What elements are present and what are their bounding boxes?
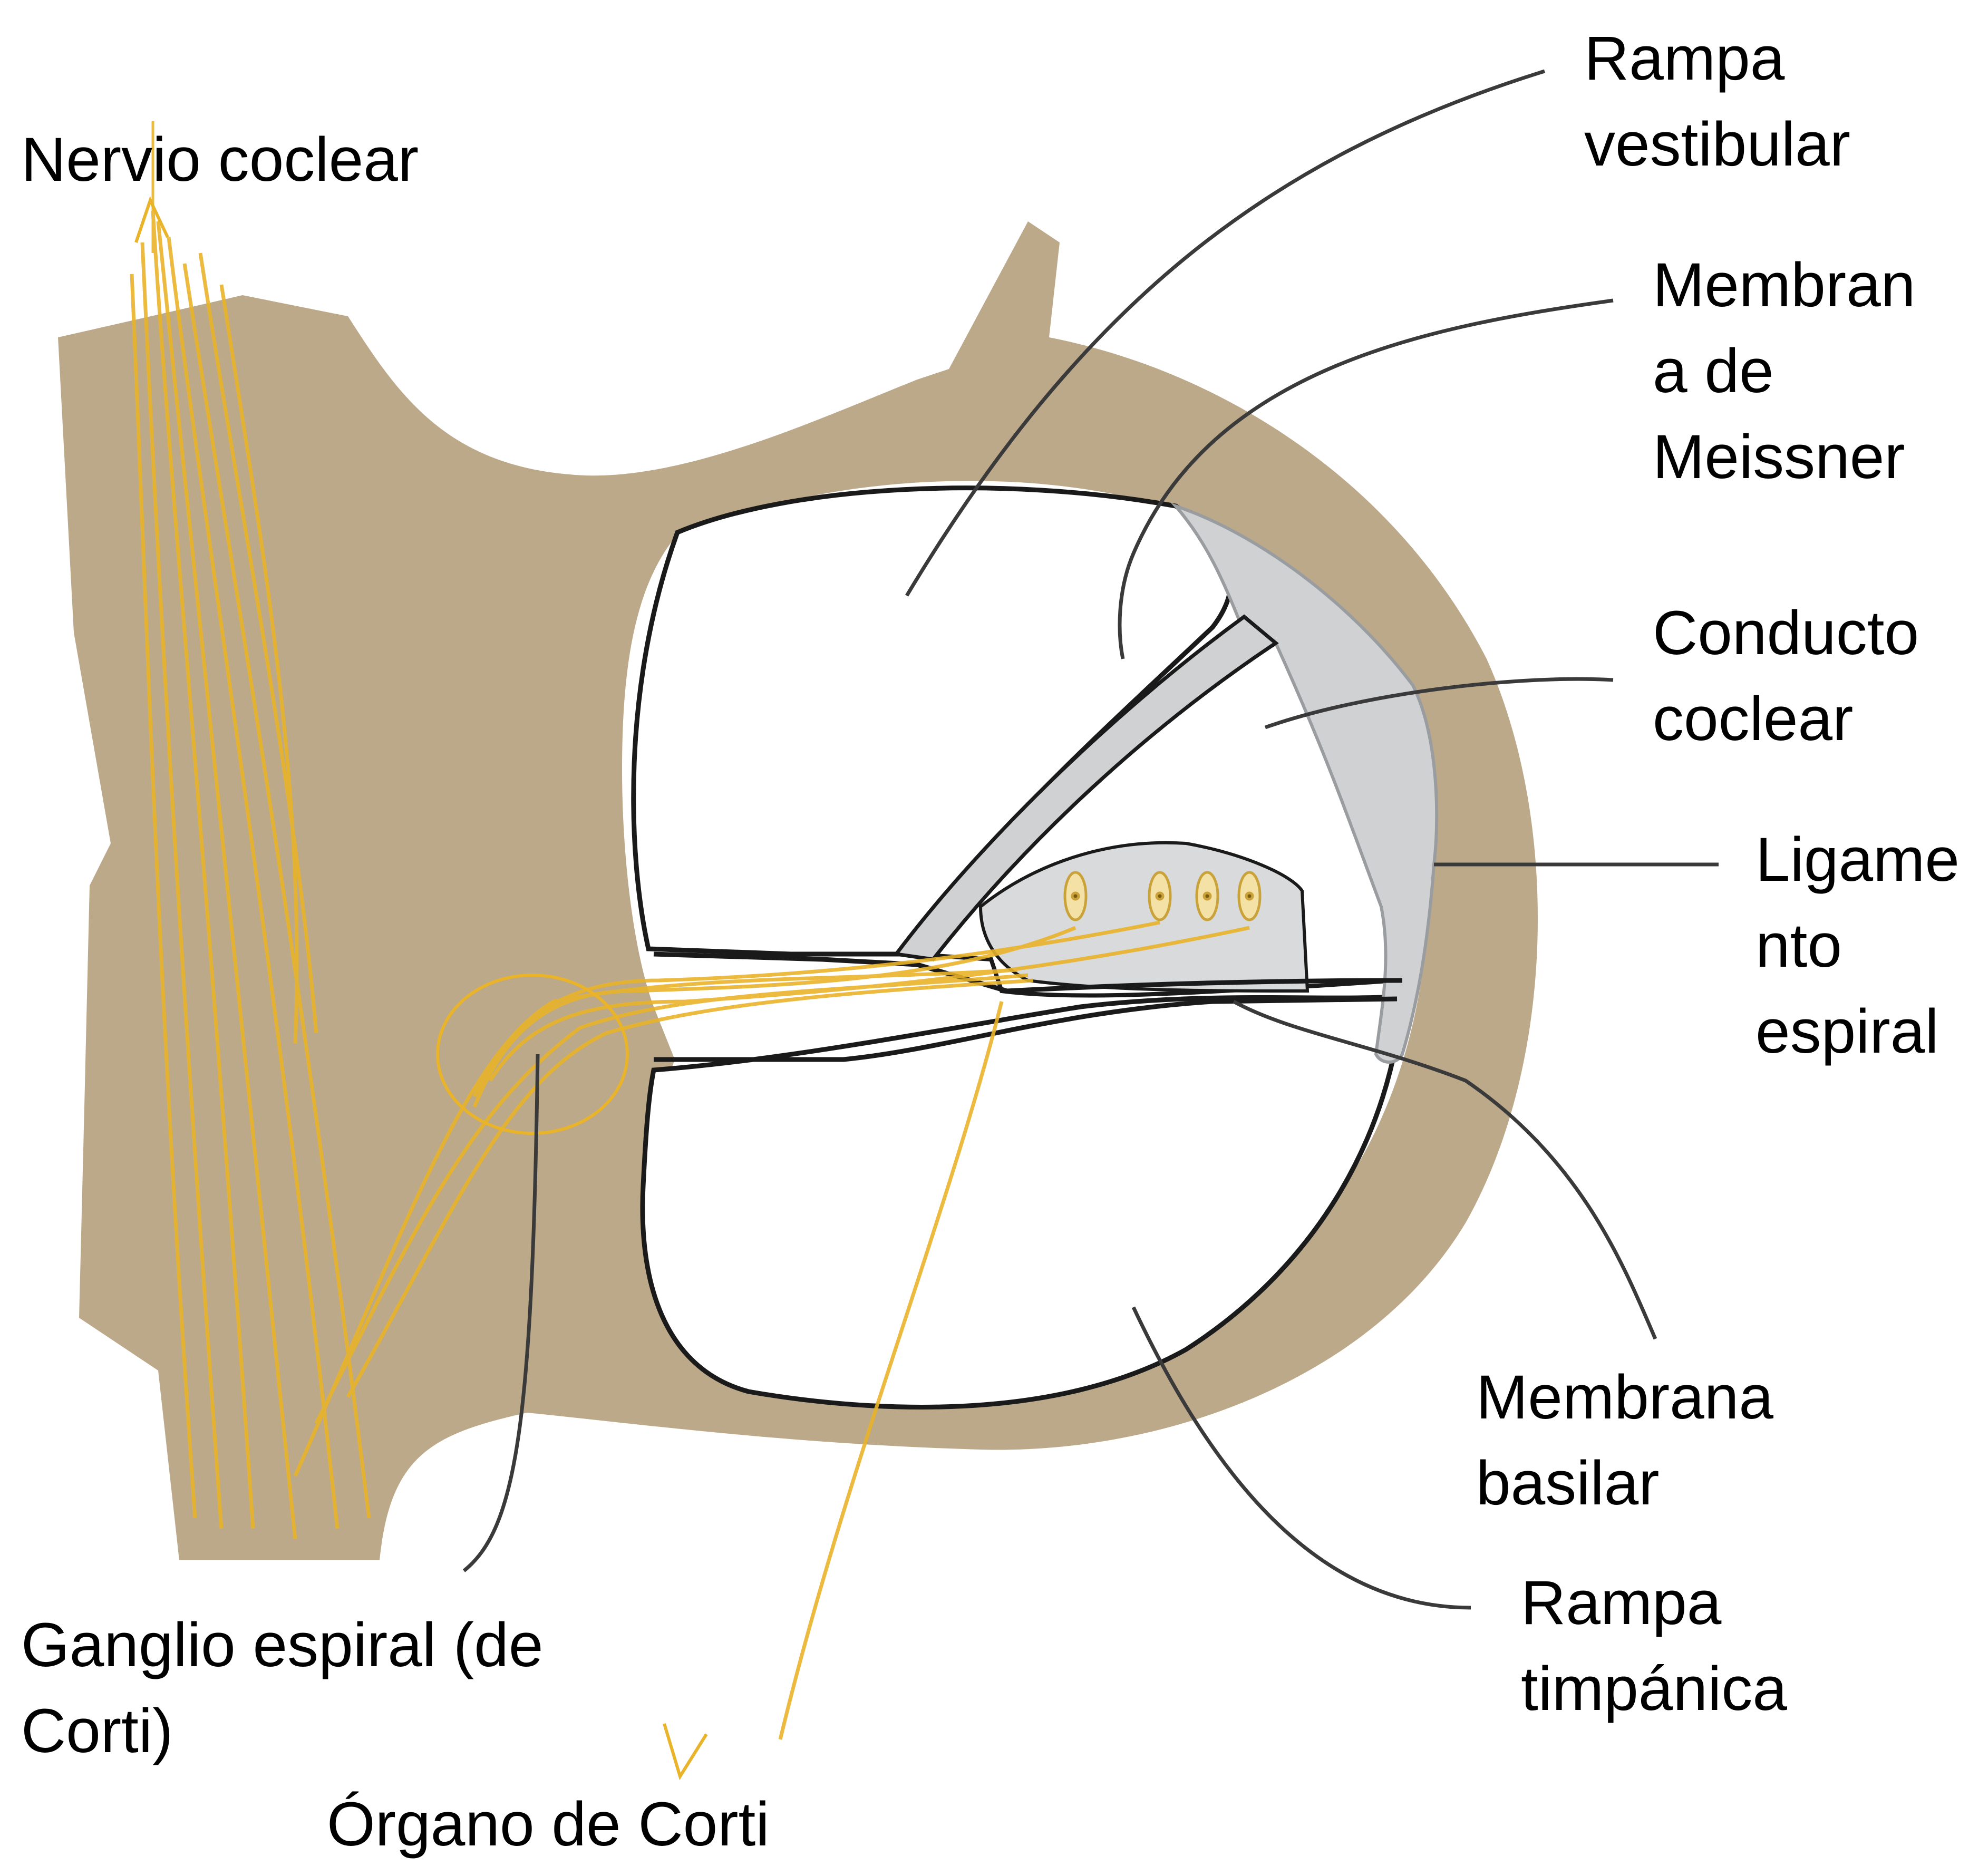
label-line: basilar <box>1476 1441 1773 1527</box>
label-line: coclear <box>1653 676 1919 762</box>
label-organo-corti: Órgano de Corti <box>327 1782 770 1868</box>
label-membrana-basilar: Membrana basilar <box>1476 1355 1773 1527</box>
label-line: Rampa <box>1584 16 1850 102</box>
label-line: Corti) <box>21 1688 543 1774</box>
corti-arrow-down <box>664 1724 706 1776</box>
label-line: a de <box>1653 328 1915 414</box>
label-line: Membrana <box>1476 1355 1773 1441</box>
label-line: Conducto <box>1653 590 1919 676</box>
label-ganglio-espiral: Ganglio espiral (de Corti) <box>21 1602 543 1774</box>
label-line: Ligame <box>1755 817 1960 903</box>
label-line: Meissner <box>1653 414 1915 500</box>
label-line: Rampa <box>1521 1560 1787 1646</box>
label-line: Ganglio espiral (de <box>21 1602 543 1688</box>
label-line: nto <box>1755 903 1960 989</box>
label-membrana-meissner: Membran a de Meissner <box>1653 242 1915 500</box>
label-rampa-vestibular: Rampa vestibular <box>1584 16 1850 188</box>
label-nervio-coclear: Nervio coclear <box>21 117 419 203</box>
label-line: espiral <box>1755 989 1960 1075</box>
label-rampa-timpanica: Rampa timpánica <box>1521 1560 1787 1732</box>
label-line: vestibular <box>1584 102 1850 188</box>
label-line: Membran <box>1653 242 1915 328</box>
label-ligamento-espiral: Ligame nto espiral <box>1755 817 1960 1075</box>
label-conducto-coclear: Conducto coclear <box>1653 590 1919 762</box>
label-line: timpánica <box>1521 1646 1787 1732</box>
